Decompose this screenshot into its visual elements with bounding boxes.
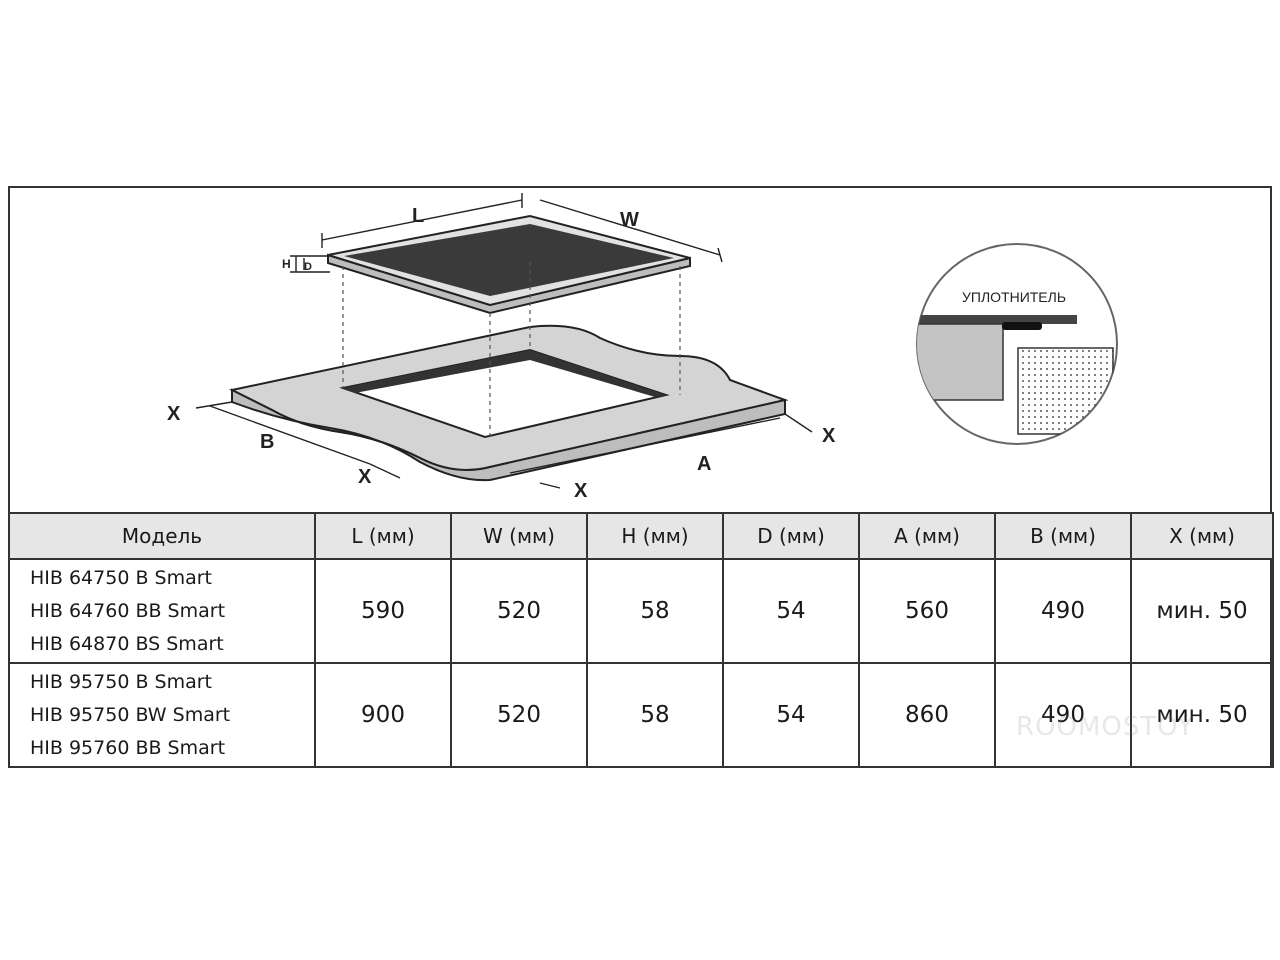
cell-H: 58 [586, 558, 724, 664]
projection-lines [342, 262, 681, 437]
table-row: HIB 64750 B Smart HIB 64760 BB Smart HIB… [8, 558, 1274, 664]
header-H: H (мм) [586, 512, 724, 560]
countertop [228, 324, 789, 482]
header-W: W (мм) [450, 512, 588, 560]
label-X-bottom-left: X [358, 466, 372, 488]
cell-L: 590 [314, 558, 452, 664]
model-name: HIB 64760 BB Smart [30, 599, 226, 622]
model-name: HIB 95760 BB Smart [30, 736, 226, 759]
cell-A: 860 [858, 662, 996, 768]
cell-X: мин. 50 [1130, 662, 1274, 768]
model-cell: HIB 95750 B Smart HIB 95750 BW Smart HIB… [8, 662, 316, 768]
label-X-left: X [167, 403, 181, 425]
watermark: ROOMOSTOY [1016, 712, 1195, 742]
model-name: HIB 64750 B Smart [30, 566, 212, 589]
cooktop [327, 214, 691, 315]
model-name: HIB 95750 B Smart [30, 670, 212, 693]
label-H: H [282, 257, 291, 271]
cooktop-glass [344, 224, 674, 296]
header-X: X (мм) [1130, 512, 1274, 560]
cell-H: 58 [586, 662, 724, 768]
model-name: HIB 64870 BS Smart [30, 632, 224, 655]
label-X-bottom: X [574, 480, 588, 502]
cell-B: 490 [994, 662, 1132, 768]
seal-detail: УПЛОТНИТЕЛЬ [916, 243, 1118, 445]
cell-B: 490 [994, 558, 1132, 664]
cooktop-installation-diagram: L W H D X B X A X X УПЛОТНИТЕЛЬ [167, 193, 1118, 502]
cutout-inner-wall [343, 350, 530, 393]
cell-D: 54 [722, 558, 860, 664]
cell-D: 54 [722, 662, 860, 768]
table-header-row: Модель L (мм) W (мм) H (мм) D (мм) A (мм… [8, 512, 1274, 560]
cell-X: мин. 50 [1130, 558, 1274, 664]
seal-label: УПЛОТНИТЕЛЬ [962, 289, 1066, 305]
label-X-right: X [822, 425, 836, 447]
model-name: HIB 95750 BW Smart [30, 703, 231, 726]
cell-A: 560 [858, 558, 996, 664]
label-A: A [697, 453, 711, 475]
label-D: D [304, 261, 312, 273]
header-A: A (мм) [858, 512, 996, 560]
table-row: HIB 95750 B Smart HIB 95750 BW Smart HIB… [8, 662, 1274, 768]
label-W: W [620, 209, 639, 231]
cell-W: 520 [450, 558, 588, 664]
header-L: L (мм) [314, 512, 452, 560]
cell-L: 900 [314, 662, 452, 768]
header-B: B (мм) [994, 512, 1132, 560]
label-L: L [412, 205, 424, 227]
header-D: D (мм) [722, 512, 860, 560]
label-B: B [260, 431, 274, 453]
model-cell: HIB 64750 B Smart HIB 64760 BB Smart HIB… [8, 558, 316, 664]
header-model: Модель [8, 512, 316, 560]
cutout-inner-wall-right [530, 350, 666, 397]
dimension-lines [195, 193, 813, 489]
cell-W: 520 [450, 662, 588, 768]
dimensions-table: Модель L (мм) W (мм) H (мм) D (мм) A (мм… [8, 512, 1274, 768]
